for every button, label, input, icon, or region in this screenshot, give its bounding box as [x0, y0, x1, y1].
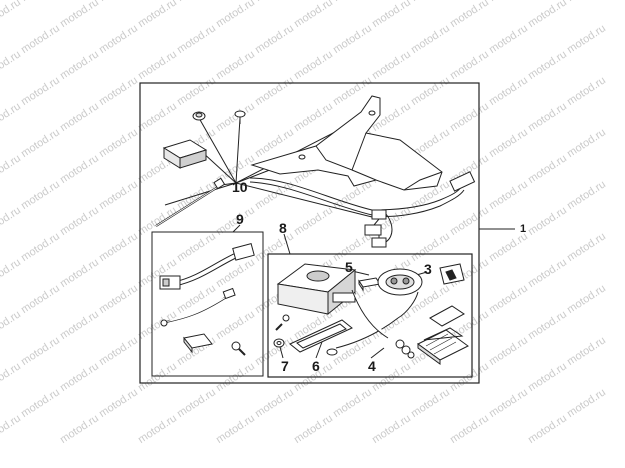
sensor-part-5: [358, 277, 381, 292]
screw-part-8: [275, 314, 290, 331]
leader-4: [370, 347, 385, 359]
cable-tie-part: [155, 177, 226, 227]
clip-part: [183, 333, 213, 354]
mounting-bracket-part: [250, 95, 443, 191]
gasket-part: [289, 319, 353, 353]
callout-10: 10: [232, 179, 248, 195]
leader-8: [283, 233, 291, 255]
brand-label-part: [439, 263, 465, 285]
manual-booklet-part: [417, 327, 469, 365]
callout-7: 7: [281, 358, 289, 374]
subbox-8: [267, 253, 473, 378]
harness-adapter-part: [159, 243, 255, 290]
callout-9: 9: [236, 211, 244, 227]
callout-6: 6: [312, 358, 320, 374]
sticker-part: [429, 305, 465, 327]
alarm-siren-part: [276, 263, 357, 316]
screw-part-top: [234, 110, 246, 124]
callout-8: 8: [279, 220, 287, 236]
callout-5: 5: [345, 259, 353, 275]
ground-wire-part: [160, 287, 236, 327]
main-frame: [139, 82, 480, 384]
callout-3: 3: [424, 261, 432, 277]
leader-9: [232, 224, 241, 233]
callout-4: 4: [368, 358, 376, 374]
screw-part-9: [231, 341, 246, 356]
reference-number: 1: [520, 223, 527, 235]
antenna-wire-part: [326, 289, 419, 359]
subbox-9: [151, 231, 264, 377]
grommet-part: [192, 111, 206, 121]
remote-transmitter-part: [377, 268, 423, 296]
grommet-part-7: [273, 338, 285, 348]
control-unit-part: [162, 139, 208, 169]
leader-7: [279, 346, 284, 359]
wiring-harness-part: [249, 171, 476, 248]
leader-6: [315, 341, 323, 359]
